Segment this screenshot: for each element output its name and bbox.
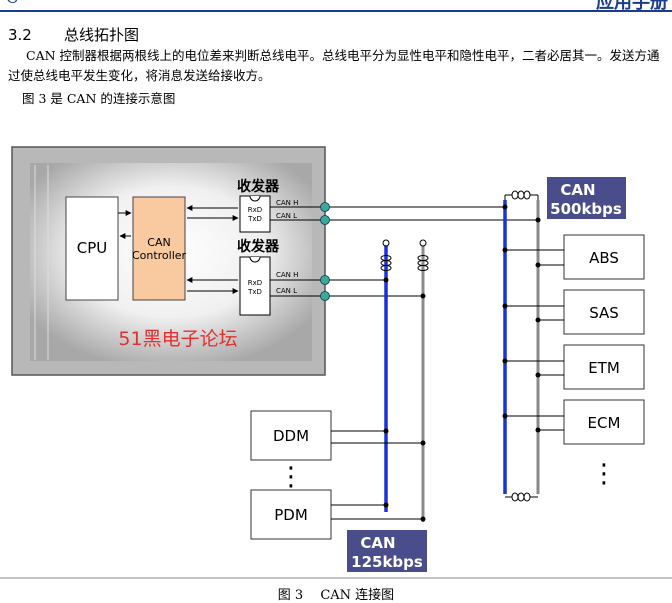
node-ecm: ECM — [502, 399, 645, 445]
node-abs: ABS — [502, 234, 645, 280]
can-l-bottom: CAN L — [276, 287, 297, 295]
controller-block — [132, 196, 186, 301]
section-title-text: 总线拓扑图 — [64, 26, 140, 44]
header-rule — [0, 10, 672, 12]
ellipsis-left: ⋮ — [278, 462, 304, 492]
transceiver-top — [239, 195, 271, 233]
transceiver-bottom-txd: TxD — [247, 288, 262, 296]
bus-500-label-bg — [547, 177, 626, 219]
can-h-top: CAN H — [276, 199, 298, 207]
ellipsis-right: ⋮ — [591, 459, 617, 489]
bus-500-label-speed: 500kbps — [550, 200, 622, 218]
transceiver-bottom-label: 收发器 — [237, 238, 280, 255]
node-abs-label: ABS — [589, 249, 619, 267]
section-title: 3.2 总线拓扑图 — [8, 24, 139, 45]
cpu-block — [65, 196, 119, 301]
cpu-label: CPU — [77, 239, 108, 257]
header-left-text: C — [6, 0, 18, 7]
node-etm-label: ETM — [588, 359, 620, 377]
terminator-125-can-h — [380, 239, 392, 271]
can-h-bottom: CAN H — [276, 271, 298, 279]
can-l-top: CAN L — [276, 212, 297, 220]
section-number: 3.2 — [8, 26, 32, 44]
figure-intro: 图 3 是 CAN 的连接示意图 — [22, 91, 176, 106]
controller-label-controller: Controller — [132, 249, 187, 262]
terminator-500 — [504, 190, 539, 200]
transceiver-top-txd: TxD — [247, 215, 262, 223]
transceiver-top-label: 收发器 — [237, 178, 280, 195]
body-paragraph: CAN 控制器根据两根线上的电位差来判断总线电平。总线电平分为显性电平和隐性电平… — [8, 48, 660, 83]
node-pdm: PDM — [250, 489, 426, 540]
node-sas: SAS — [502, 289, 645, 335]
bus-125-label-bg — [347, 530, 427, 572]
node-etm: ETM — [502, 344, 645, 390]
header-right-text: 应用手册 — [596, 0, 668, 13]
node-ddm: DDM — [250, 410, 426, 461]
figure-caption: 图 3 CAN 连接图 — [277, 588, 395, 603]
terminator-500-bottom — [505, 492, 538, 502]
controller-label-can: CAN — [147, 236, 170, 249]
bus-125-label-speed: 125kbps — [351, 553, 423, 571]
bus-500-label-can: CAN — [560, 181, 595, 199]
terminator-125-can-l — [417, 239, 429, 271]
watermark-text: 51黑电子论坛 — [118, 328, 237, 350]
node-pdm-label: PDM — [274, 506, 308, 524]
transceiver-bottom-rxd: RxD — [248, 279, 262, 287]
node-sas-label: SAS — [589, 304, 619, 322]
node-ddm-label: DDM — [273, 427, 309, 445]
bus-125-label-can: CAN — [360, 534, 395, 552]
node-ecm-label: ECM — [588, 414, 621, 432]
transceiver-top-rxd: RxD — [248, 206, 262, 214]
